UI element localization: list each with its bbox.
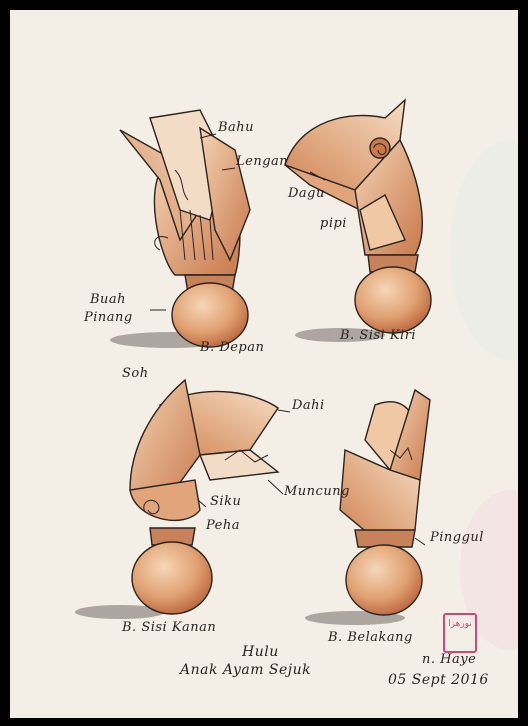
- label-front-view: B. Depan: [200, 340, 264, 355]
- label-pipi: pipi: [320, 216, 347, 231]
- artist-seal-stamp: نورهزا: [443, 613, 477, 653]
- figure-left-side-view: [285, 100, 431, 342]
- label-peha: Peha: [206, 518, 240, 533]
- label-lengan: Lengan: [236, 154, 288, 169]
- label-muncung: Muncung: [284, 484, 350, 499]
- label-soh: Soh: [122, 366, 149, 381]
- label-dahi: Dahi: [292, 398, 325, 413]
- sketch-paper: Bahu Lengan Buah Pinang B. Depan Soh Dag…: [10, 10, 518, 718]
- label-left-side-view: B. Sisi Kiri: [340, 328, 416, 343]
- label-dagu: Dagu: [288, 186, 325, 201]
- label-bahu: Bahu: [218, 120, 254, 135]
- figure-right-side-view: [75, 380, 278, 619]
- title-hulu: Hulu: [242, 644, 279, 660]
- signature-date: 05 Sept 2016: [388, 672, 489, 688]
- title-anak-ayam-sejuk: Anak Ayam Sejuk: [180, 662, 311, 678]
- hulu-sketch-illustration: [10, 10, 518, 718]
- label-back-view: B. Belakang: [328, 630, 413, 645]
- figure-back-view: [305, 390, 430, 625]
- label-pinang: Pinang: [84, 310, 133, 325]
- signature-name: n. Haye: [422, 652, 476, 667]
- label-siku: Siku: [210, 494, 241, 509]
- label-pinggul: Pinggul: [430, 530, 484, 545]
- label-buah: Buah: [90, 292, 126, 307]
- label-right-side-view: B. Sisi Kanan: [122, 620, 216, 635]
